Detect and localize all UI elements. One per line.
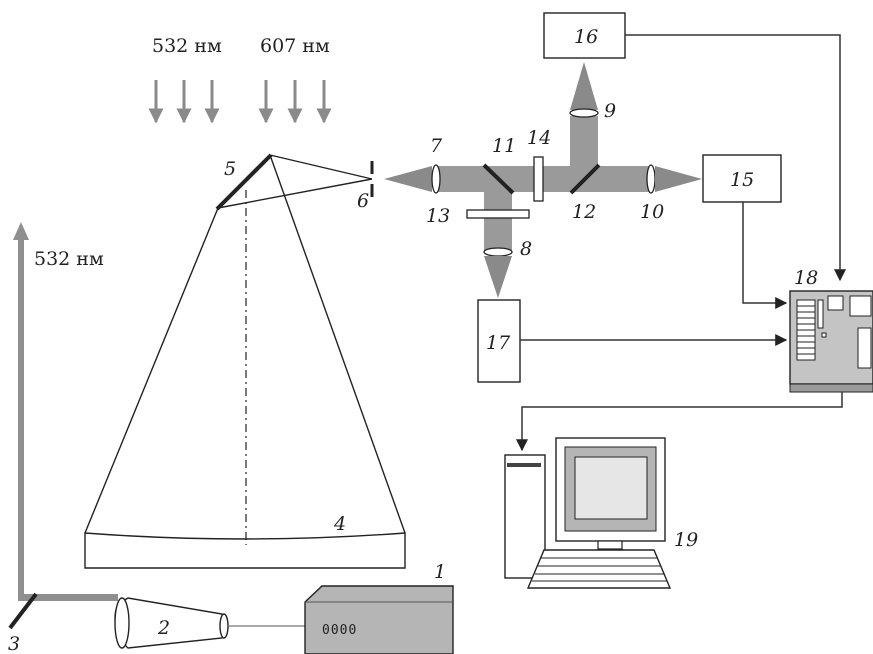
beamsplitter-11 [482, 163, 515, 195]
filter-13 [466, 209, 530, 219]
laser-display: 0000 [322, 623, 357, 638]
label-3: 3 [8, 633, 20, 654]
incoming-light-arrows [148, 80, 332, 124]
label-1: 1 [434, 561, 446, 583]
label-14: 14 [527, 127, 551, 149]
detector-15 [702, 154, 782, 203]
computer-19 [504, 437, 672, 589]
label-12: 12 [572, 201, 596, 223]
label-8: 8 [520, 238, 532, 260]
label-607nm-top: 607 нм [260, 35, 330, 57]
label-16: 16 [574, 26, 598, 48]
label-532nm-top: 532 нм [152, 35, 222, 57]
adc-board-18 [789, 290, 873, 393]
beam-expander-2 [114, 597, 305, 649]
label-5: 5 [224, 158, 236, 180]
lens-8-assembly [483, 247, 513, 298]
receiver-beam-path [384, 116, 649, 250]
label-2: 2 [157, 617, 170, 639]
label-7: 7 [430, 135, 443, 157]
label-13: 13 [426, 205, 450, 227]
signal-wires [516, 34, 846, 452]
label-9: 9 [604, 100, 616, 122]
outgoing-laser-beam [13, 222, 118, 601]
laser-1 [304, 585, 454, 654]
focusing-rays [217, 154, 373, 209]
lens-7 [431, 164, 441, 194]
label-18: 18 [794, 267, 818, 289]
label-17: 17 [486, 332, 511, 354]
label-11: 11 [492, 135, 516, 157]
label-10: 10 [640, 201, 664, 223]
lens-10-assembly [646, 164, 702, 194]
label-19: 19 [674, 529, 698, 551]
lens-9-assembly [569, 62, 599, 118]
label-6: 6 [357, 190, 369, 212]
label-15: 15 [730, 169, 754, 191]
detector-17 [477, 299, 521, 383]
mirror-3 [8, 592, 38, 630]
beamsplitter-12 [569, 163, 601, 195]
secondary-mirror-5 [215, 153, 273, 211]
label-4: 4 [333, 513, 346, 535]
label-532nm-side: 532 нм [34, 248, 104, 270]
telescope-4 [84, 154, 406, 569]
detector-16 [543, 12, 626, 59]
filter-14 [533, 156, 544, 202]
